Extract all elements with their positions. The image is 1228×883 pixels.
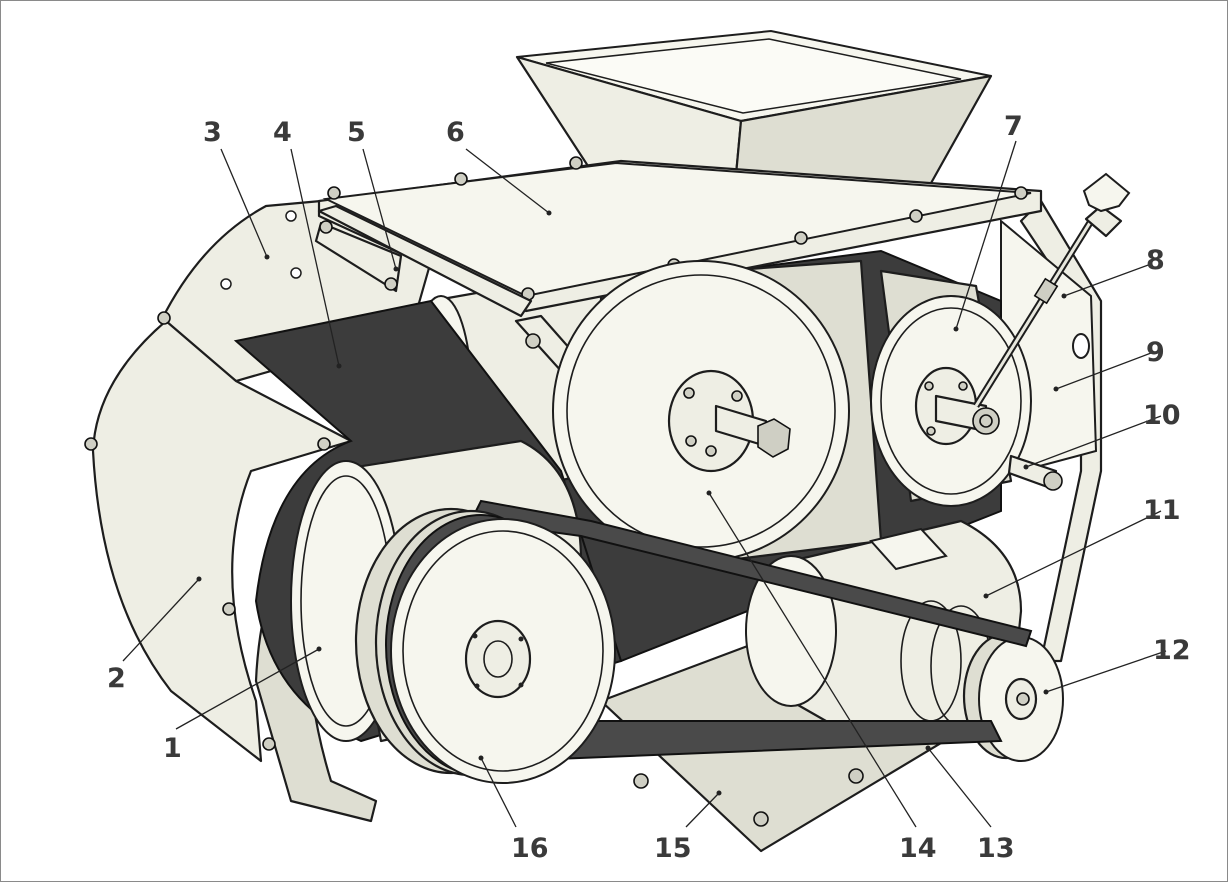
label-11: 11 [1143,495,1181,526]
adjustment-screw [973,172,1131,408]
motor-pulley [962,632,1064,762]
label-1: 1 [163,733,182,764]
label-4: 4 [273,117,292,148]
label-7: 7 [1004,111,1023,142]
label-10: 10 [1143,400,1181,431]
label-5: 5 [347,117,366,148]
spacer-rod [1007,454,1063,491]
label-6: 6 [446,117,465,148]
large-pulley [354,507,616,784]
label-2: 2 [107,663,126,694]
top-cover-plate [317,156,1043,313]
right-pulley [870,269,1032,507]
part-labels: 1 2 3 4 5 6 7 8 9 10 11 12 13 14 15 16 [107,111,1191,864]
label-15: 15 [654,833,692,864]
leader-lines [122,140,1167,828]
label-13: 13 [977,833,1015,864]
hopper [515,29,993,231]
label-3: 3 [203,117,222,148]
label-16: 16 [511,833,549,864]
label-8: 8 [1146,245,1165,276]
label-9: 9 [1146,337,1165,368]
label-12: 12 [1153,635,1191,666]
label-14: 14 [899,833,937,864]
center-drum [552,259,883,563]
